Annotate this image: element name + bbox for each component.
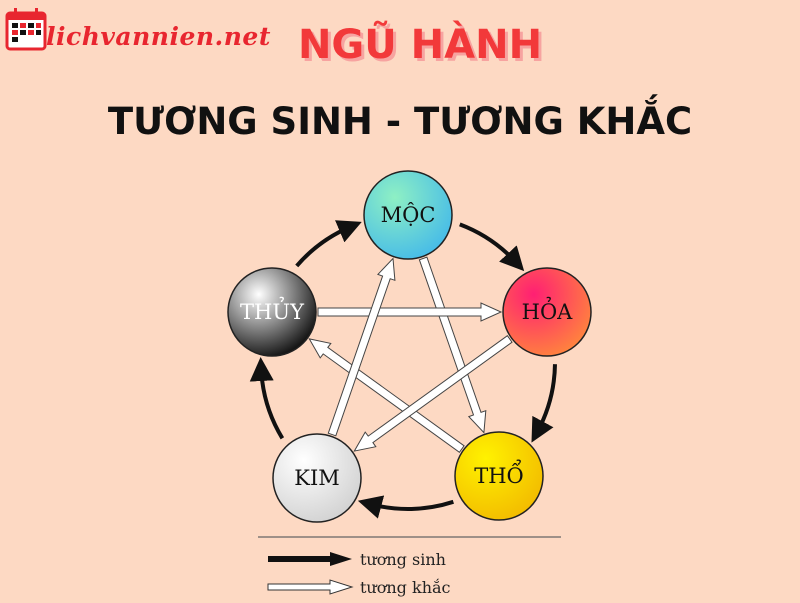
logo xyxy=(5,8,47,51)
element-kim-label: KIM xyxy=(294,466,340,490)
element-thuy: THỦY xyxy=(227,267,317,357)
legend-generating-label: tương sinh xyxy=(360,550,446,569)
element-moc-label: MỘC xyxy=(381,203,436,227)
legend-generating: tương sinh xyxy=(268,550,446,569)
overcoming-arrow-moc-tho xyxy=(418,256,487,434)
element-thuy-circle xyxy=(227,267,317,357)
white-arrow-icon xyxy=(267,579,354,595)
element-thuy-label: THỦY xyxy=(240,297,305,324)
legend-overcoming: tương khắc xyxy=(267,578,451,597)
element-tho-label: THỔ xyxy=(474,460,524,488)
element-tho-circle xyxy=(454,431,544,521)
overcoming-arrow-thuy-hoa xyxy=(317,302,503,322)
element-hoa-label: HỎA xyxy=(522,297,574,324)
element-hoa-circle xyxy=(502,267,592,357)
generating-arrow-hoa-tho xyxy=(531,364,557,443)
page-subtitle: TƯƠNG SINH - TƯƠNG KHẮC xyxy=(107,100,693,143)
element-moc: MỘC xyxy=(363,170,453,260)
page-title: NGŨ HÀNH xyxy=(297,22,543,68)
element-hoa: HỎA xyxy=(502,267,592,357)
overcoming-arrow-hoa-kim xyxy=(353,334,513,452)
logo-text[interactable]: lichvannien.net xyxy=(46,22,271,51)
element-kim-circle xyxy=(272,433,362,523)
generating-arrow-tho-kim xyxy=(357,495,454,519)
legend-overcoming-label: tương khắc xyxy=(360,578,451,597)
generating-arrow-kim-thuy xyxy=(249,357,285,440)
generating-arrow-thuy-moc xyxy=(295,220,362,268)
element-moc-circle xyxy=(363,170,453,260)
overcoming-arrow-kim-moc xyxy=(327,257,396,437)
calendar-icon xyxy=(5,8,47,51)
element-kim: KIM xyxy=(272,433,362,523)
black-arrow-icon xyxy=(268,552,352,566)
generating-arrow-moc-hoa xyxy=(459,222,525,272)
overcoming-arrow-tho-thuy xyxy=(308,338,465,453)
element-tho: THỔ xyxy=(454,431,544,521)
